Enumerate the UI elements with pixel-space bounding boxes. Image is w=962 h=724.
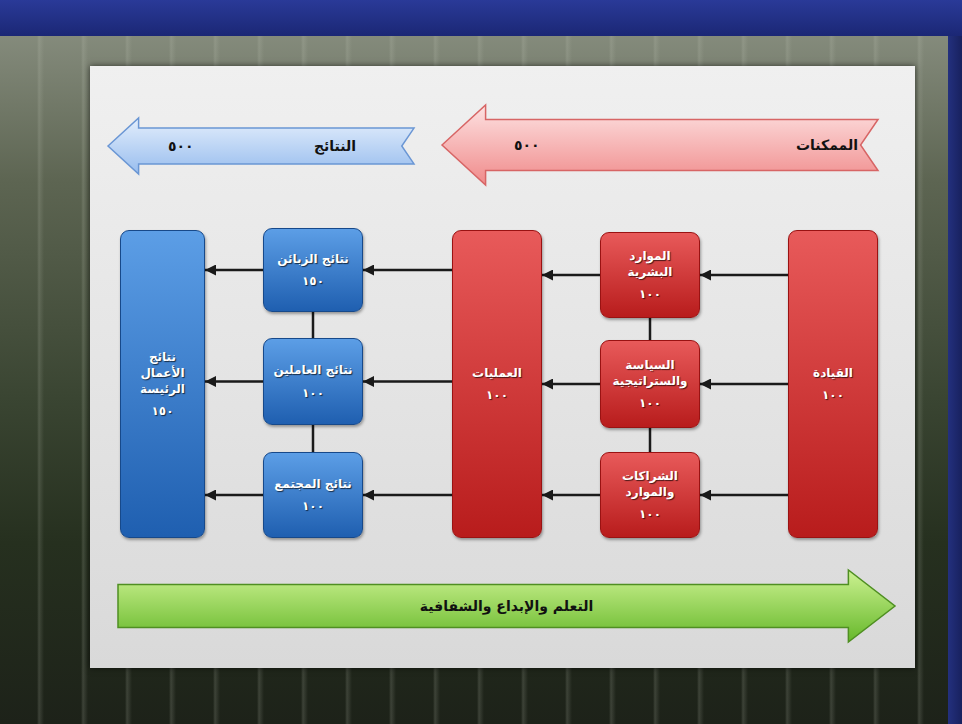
- arrow-outline: [118, 570, 895, 642]
- link-line: [312, 425, 315, 452]
- title-bar: [0, 0, 962, 36]
- node-title: النتائج: [314, 138, 356, 154]
- flow-arrow: [363, 494, 452, 497]
- score-number: ١٠٠: [607, 286, 693, 302]
- score-number: ١٥٠: [127, 403, 198, 419]
- criterion-box: الموارد البشرية ١٠٠: [600, 232, 700, 318]
- score-number: ١٠٠: [795, 387, 871, 403]
- arrow-shape: [108, 118, 414, 174]
- score-number: ٥٠٠: [514, 137, 540, 153]
- link-line: [649, 428, 652, 452]
- flow-arrow: [542, 274, 600, 277]
- score-number: ١٥٠: [270, 273, 356, 289]
- criterion-box: السياسة والستراتيجية ١٠٠: [600, 340, 700, 428]
- node-title: العمليات: [459, 365, 535, 381]
- node-title: الموارد البشرية: [607, 248, 693, 280]
- criterion-box: الشراكات والموارد ١٠٠: [600, 452, 700, 538]
- enablers-arrow: الممكنات ٥٠٠: [442, 105, 878, 185]
- score-number: ١٠٠: [270, 498, 356, 514]
- node-title: الشراكات والموارد: [607, 468, 693, 500]
- results-arrow: النتائج ٥٠٠: [108, 118, 414, 174]
- score-number: ٥٠٠: [168, 138, 194, 154]
- result-box: نتائج العاملين ١٠٠: [263, 338, 363, 425]
- score-number: ١٠٠: [607, 395, 693, 411]
- flow-arrow: [205, 269, 263, 272]
- criterion-box: القيادة ١٠٠: [788, 230, 878, 538]
- result-box: نتائج المجتمع ١٠٠: [263, 452, 363, 538]
- node-title: نتائج الزبائن: [270, 251, 356, 267]
- arrow-outline: [442, 105, 878, 185]
- side-bar: [948, 36, 962, 724]
- node-title: السياسة والستراتيجية: [607, 357, 693, 389]
- criterion-box: العمليات ١٠٠: [452, 230, 542, 538]
- flow-arrow: [205, 380, 263, 383]
- arrow-outline: [108, 118, 414, 174]
- link-line: [312, 312, 315, 338]
- node-title: نتائج المجتمع: [270, 476, 356, 492]
- node-title: نتائج العاملين: [270, 362, 356, 378]
- flow-arrow: [205, 494, 263, 497]
- node-title: الممكنات: [796, 137, 858, 153]
- learning-arrow: التعلم والإبداع والشفافية: [118, 570, 895, 642]
- flow-arrow: [542, 383, 600, 386]
- flow-arrow: [700, 383, 788, 386]
- flow-arrow: [363, 380, 452, 383]
- score-number: ١٠٠: [270, 385, 356, 401]
- flow-arrow: [542, 494, 600, 497]
- node-title: التعلم والإبداع والشفافية: [420, 598, 593, 614]
- node-title: نتائج الأعمال الرئيسة: [127, 349, 198, 398]
- flow-arrow: [700, 274, 788, 277]
- node-title: القيادة: [795, 365, 871, 381]
- flow-arrow: [700, 494, 788, 497]
- link-line: [649, 318, 652, 340]
- score-number: ١٠٠: [607, 506, 693, 522]
- result-box: نتائج الأعمال الرئيسة ١٥٠: [120, 230, 205, 538]
- result-box: نتائج الزبائن ١٥٠: [263, 228, 363, 312]
- score-number: ١٠٠: [459, 387, 535, 403]
- flow-arrow: [363, 269, 452, 272]
